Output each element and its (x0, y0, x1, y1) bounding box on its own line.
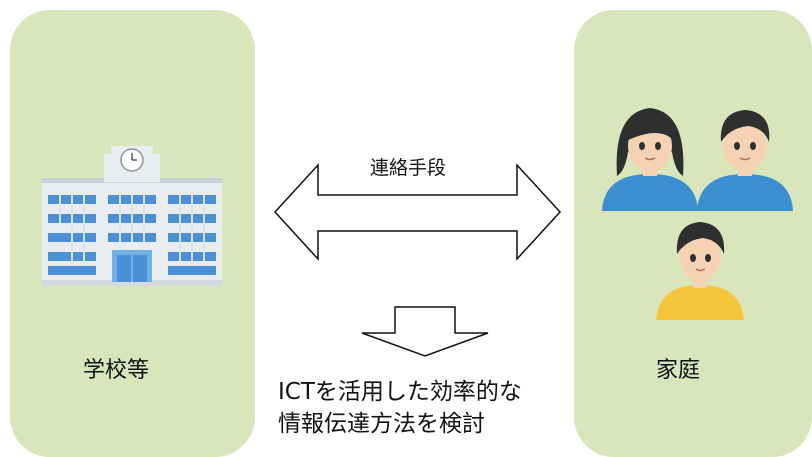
school-label: 学校等 (83, 358, 150, 383)
mother-icon (602, 108, 698, 211)
down-arrow (361, 306, 489, 357)
child-icon (656, 222, 744, 320)
caption-line-1: ICTを活用した効率的な (278, 379, 522, 405)
school-building-icon (42, 146, 222, 286)
father-icon (697, 110, 793, 211)
communication-means-label: 連絡手段 (370, 157, 447, 179)
caption-line-2: 情報伝達方法を検討 (278, 411, 485, 437)
home-label: 家庭 (656, 358, 701, 383)
double-arrow (273, 163, 562, 261)
